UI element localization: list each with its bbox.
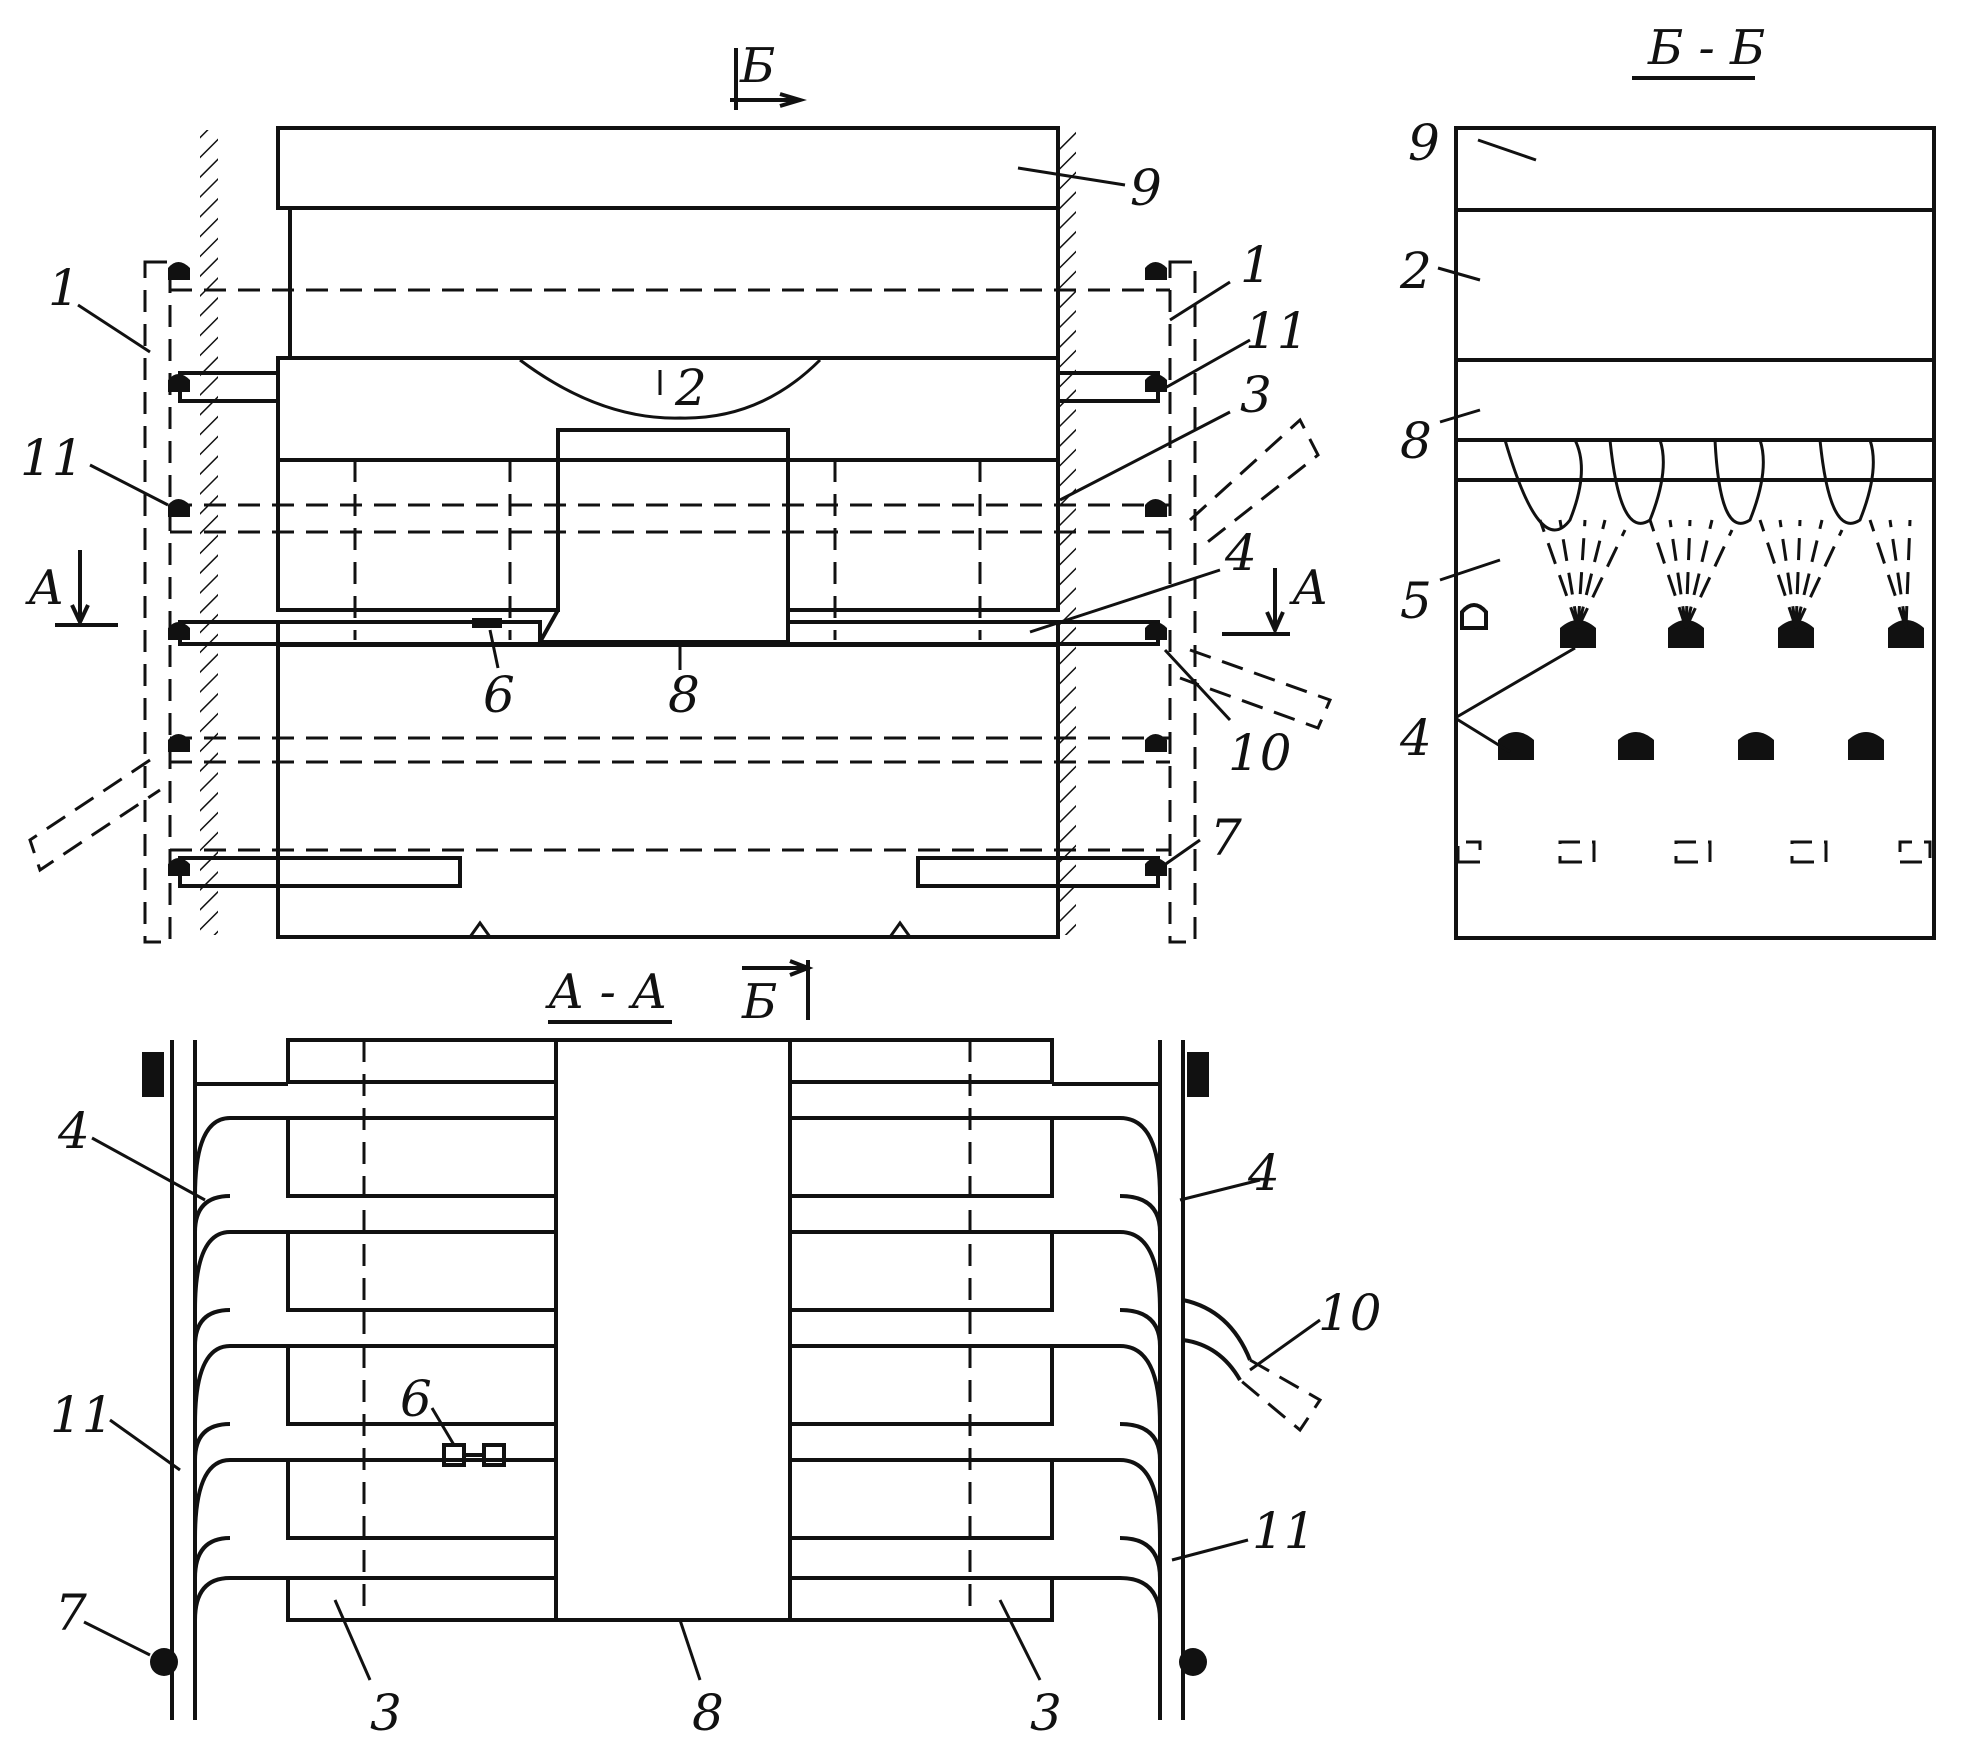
plan-pillars-left (286, 1038, 558, 1622)
plan-aa-title: А - А (545, 964, 667, 1020)
plan-label-7: 7 (55, 1584, 87, 1642)
shaft-left (143, 260, 172, 944)
plan-label-3-right: 3 (1030, 1684, 1062, 1742)
plan-label-4-left: 4 (57, 1102, 90, 1160)
plan-label-11-right: 11 (1252, 1502, 1316, 1560)
broken-ore-chute (536, 428, 790, 644)
label-2: 2 (674, 359, 707, 417)
plan-top-left-block (142, 1052, 164, 1097)
cut-mark-b-top (730, 48, 798, 110)
plan-label-3-left: 3 (370, 1684, 402, 1742)
plan-pillars-right (788, 1038, 1054, 1622)
plan-left-shaft (170, 1040, 197, 1720)
bb-draw-funnels (1502, 438, 1875, 532)
bb-label-4: 4 (1399, 709, 1432, 767)
ventilation-drift-left (178, 371, 280, 403)
plan-label-4-right: 4 (1247, 1144, 1280, 1202)
pillar-right (786, 458, 1060, 612)
plan-broken-ore-strip (554, 1038, 792, 1622)
cut-mark-b-label: Б (739, 38, 775, 94)
label-11-left: 11 (20, 429, 84, 487)
bottom-drift-right (916, 856, 1160, 888)
label-11-right: 11 (1245, 302, 1309, 360)
incline-left (28, 758, 161, 873)
bb-label-9: 9 (1408, 114, 1440, 172)
plan-crosscuts (193, 1082, 1162, 1621)
label-4: 4 (1224, 524, 1257, 582)
label-6: 6 (483, 666, 515, 724)
incline-upper (1188, 417, 1320, 550)
plan-label-8: 8 (692, 1684, 724, 1742)
plan-right-shaft (1158, 1040, 1185, 1720)
label-3: 3 (1240, 366, 1272, 424)
overburden-layer (276, 126, 1060, 210)
lower-massif (276, 643, 1060, 939)
label-7: 7 (1210, 809, 1242, 867)
bb-ore-layer (1454, 208, 1936, 362)
plan-incline (1182, 1298, 1252, 1381)
drift-left (178, 620, 280, 646)
bb-caved-rock (1454, 358, 1936, 482)
bb-drifts (1456, 603, 1932, 864)
bb-label-8: 8 (1400, 412, 1432, 470)
label-8: 8 (668, 666, 700, 724)
chute-openings (168, 262, 1167, 876)
plan-ore-pass-left (150, 1648, 178, 1676)
pillar-left (276, 458, 560, 612)
elevation-view: Б А А 1 1 2 3 4 6 7 8 9 10 11 11 (20, 38, 1333, 944)
plan-top-right-block (1187, 1052, 1209, 1097)
cut-mark-a-left-label: А (25, 560, 64, 616)
label-1-left: 1 (48, 259, 80, 317)
plan-cut-mark-b-label: Б (741, 974, 777, 1030)
shaft-right (1168, 260, 1197, 944)
bb-blast-holes (1538, 519, 1912, 629)
plan-aa-view: А - А Б (50, 959, 1382, 1742)
ore-layer (288, 206, 1060, 360)
bb-overburden (1454, 126, 1936, 212)
cut-mark-a-right-label: А (1289, 560, 1328, 616)
cave-void (520, 360, 820, 419)
bb-massif (1454, 438, 1936, 940)
plan-ore-pass-right (1179, 1648, 1207, 1676)
plan-label-6: 6 (400, 1370, 432, 1428)
label-1-right: 1 (1240, 236, 1272, 294)
bb-label-2: 2 (1399, 242, 1432, 300)
label-10: 10 (1228, 724, 1292, 782)
loader-machine (472, 618, 502, 628)
section-bb-view: Б - Б (1399, 20, 1936, 940)
haulage-level (276, 620, 542, 646)
plan-label-11-left: 11 (50, 1386, 114, 1444)
plan-label-10: 10 (1318, 1284, 1382, 1342)
bb-label-5: 5 (1400, 572, 1432, 630)
bottom-drift-left (178, 856, 462, 888)
label-9: 9 (1130, 159, 1162, 217)
section-bb-title: Б - Б (1647, 20, 1765, 76)
cut-mark-a-left (55, 550, 118, 627)
incline-right (1179, 648, 1333, 730)
cut-mark-a-right (1222, 568, 1290, 636)
haulage-level-right (786, 620, 1060, 646)
